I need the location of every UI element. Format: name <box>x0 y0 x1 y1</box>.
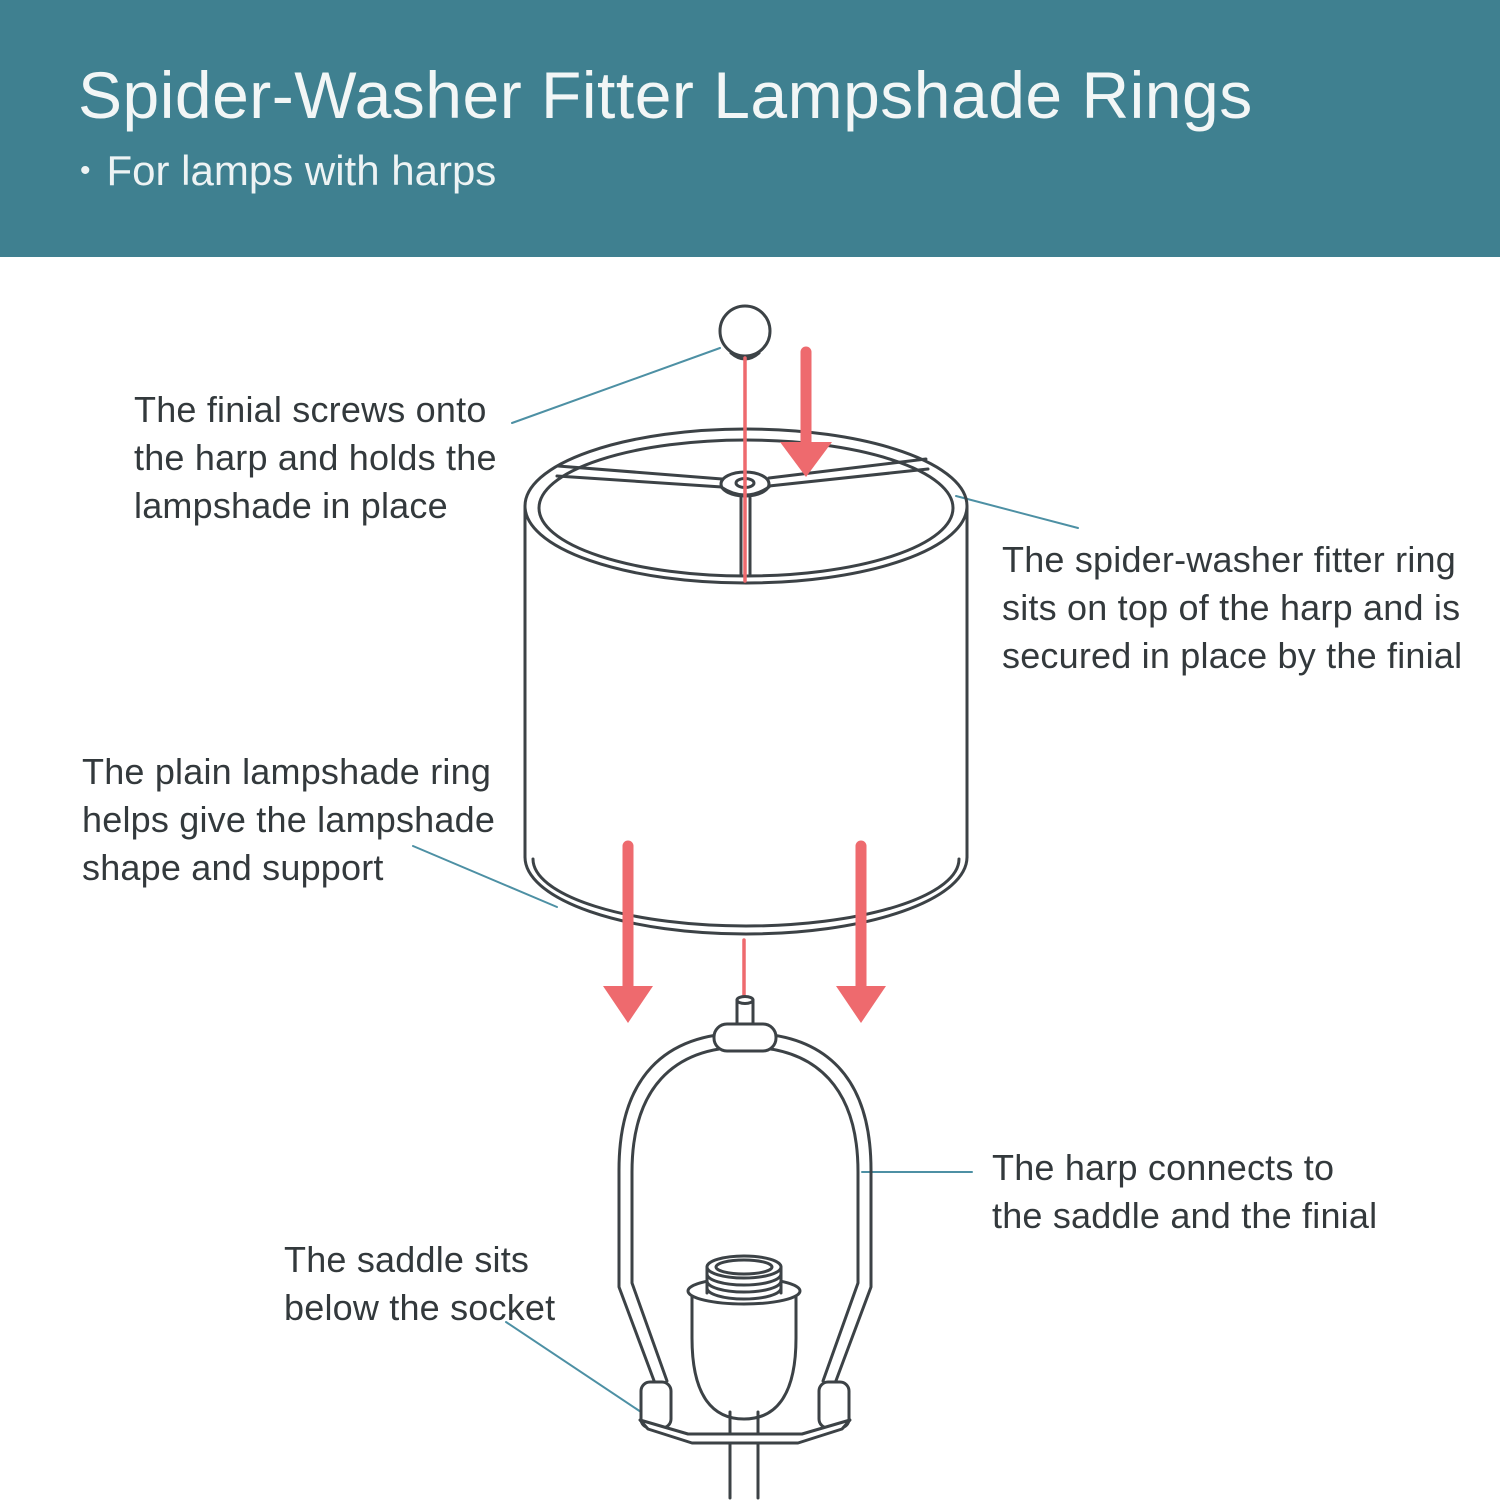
annotation-spider-washer: The spider-washer fitter ring sits on to… <box>1002 536 1462 680</box>
leader-line-plain-ring <box>412 845 558 908</box>
harp-stud <box>735 995 755 1028</box>
annotation-line: The saddle sits <box>284 1239 530 1280</box>
finial-drawing <box>718 304 772 361</box>
annotation-line: The plain lampshade ring <box>82 751 492 792</box>
shade-bottom-outer-ring <box>523 855 969 936</box>
harp-drawing <box>617 995 873 1430</box>
annotation-plain-ring: The plain lampshade ring helps give the … <box>82 748 495 892</box>
leader-line-spider <box>955 495 1079 529</box>
header-banner: Spider-Washer Fitter Lampshade Rings • F… <box>0 0 1500 257</box>
annotation-line: The spider-washer fitter ring <box>1002 539 1456 580</box>
saddle-and-pipe-drawing <box>638 1410 852 1500</box>
top-down-arrow-icon <box>780 346 832 477</box>
socket-cup <box>690 1292 798 1421</box>
spider-fitter-drawing <box>555 457 930 576</box>
annotation-line: sits on top of the harp and is <box>1002 587 1461 628</box>
shade-bottom-inner-ring <box>531 857 961 928</box>
annotation-line: helps give the lampshade <box>82 799 496 840</box>
harp-top-connector <box>712 1022 778 1053</box>
leader-line-finial <box>511 347 721 424</box>
right-down-arrow-icon <box>836 840 886 1023</box>
annotation-finial: The finial screws onto the harp and hold… <box>134 386 497 530</box>
annotation-line: the harp and holds the <box>134 437 497 478</box>
annotation-line: secured in place by the finial <box>1002 635 1463 676</box>
annotation-line: the saddle and the finial <box>992 1195 1378 1236</box>
saddle-bracket <box>638 1418 852 1445</box>
leader-lines <box>412 347 1079 1431</box>
subtitle-row: • For lamps with harps <box>80 150 496 192</box>
subtitle-text: For lamps with harps <box>106 147 497 194</box>
annotation-line: lampshade in place <box>134 485 448 526</box>
socket-threads <box>705 1254 783 1301</box>
annotation-line: shape and support <box>82 847 384 888</box>
page-title: Spider-Washer Fitter Lampshade Rings <box>78 58 1253 132</box>
socket-drawing <box>686 1254 802 1421</box>
annotation-line: The harp connects to <box>992 1147 1335 1188</box>
left-down-arrow-icon <box>603 840 653 1023</box>
finial-ball <box>718 304 772 358</box>
red-guides <box>603 346 886 1023</box>
annotation-line: below the socket <box>284 1287 556 1328</box>
annotation-saddle: The saddle sits below the socket <box>284 1236 555 1332</box>
annotation-line: The finial screws onto <box>134 389 487 430</box>
bullet-icon: • <box>80 154 91 187</box>
annotation-harp: The harp connects to the saddle and the … <box>992 1144 1377 1240</box>
